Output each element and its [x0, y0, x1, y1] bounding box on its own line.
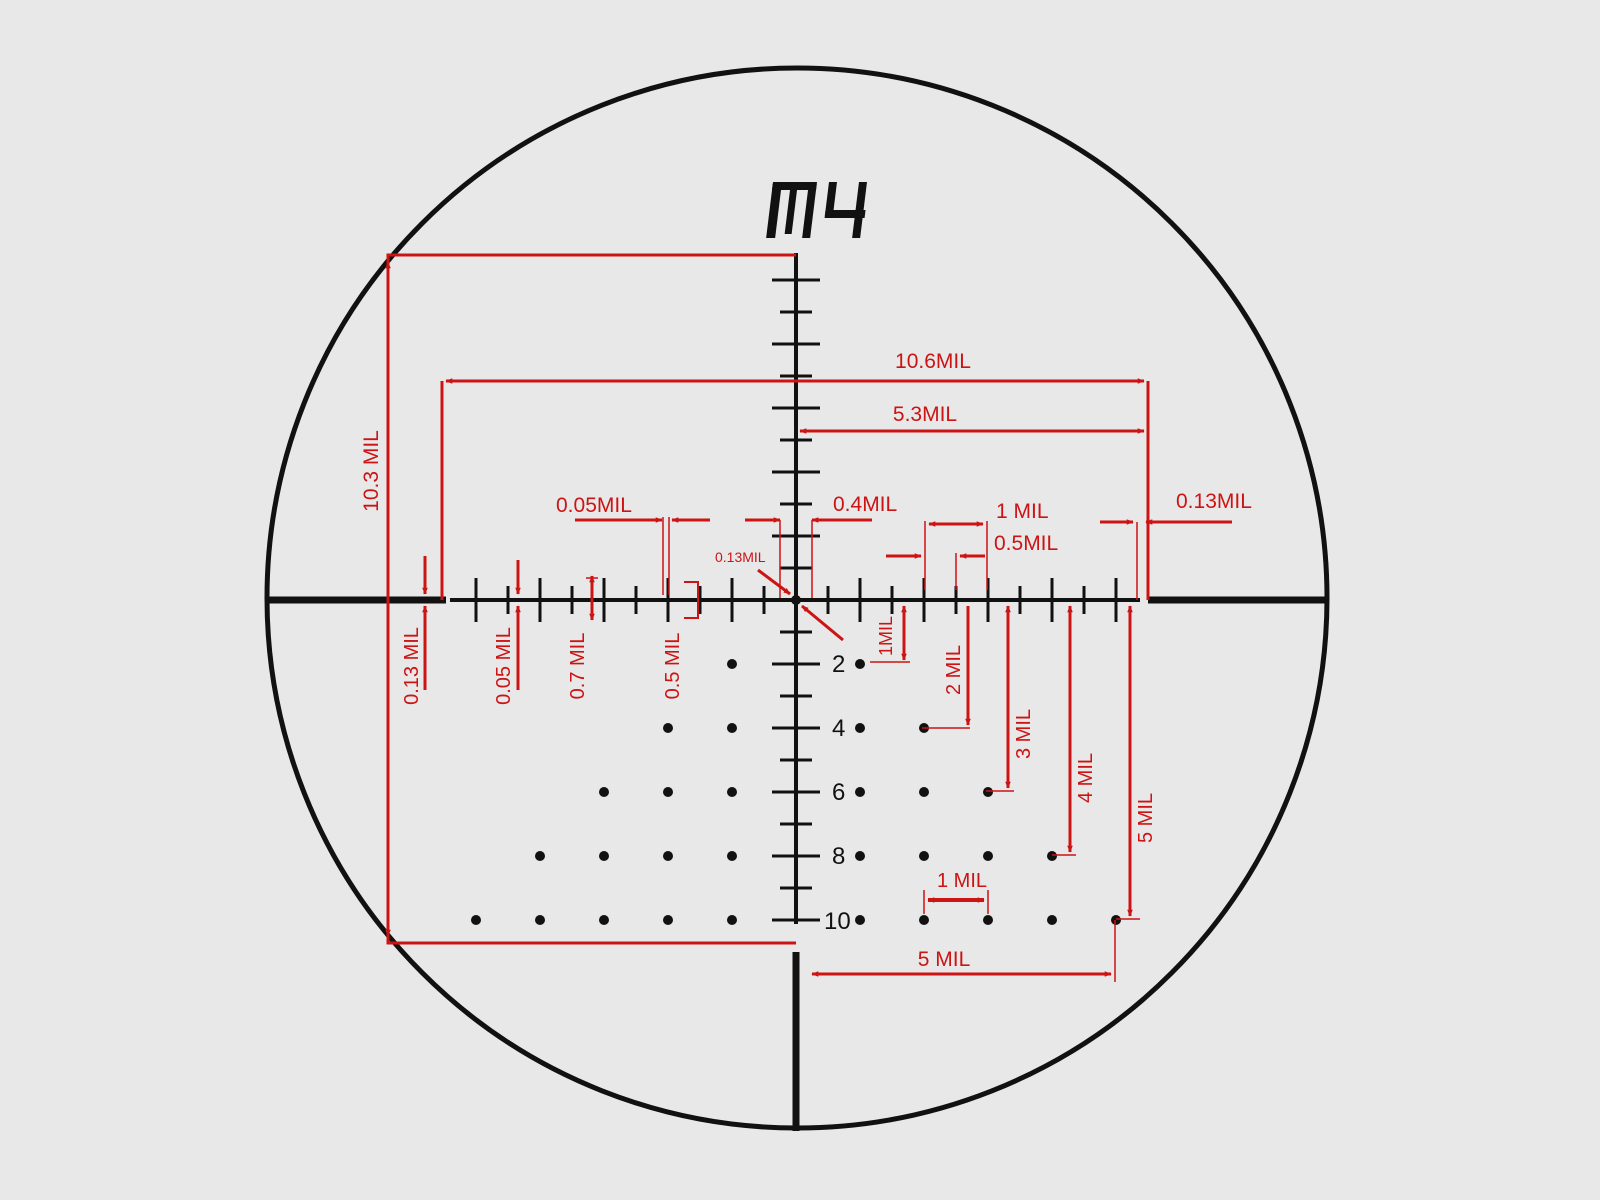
center-dot-pointer-top — [757, 568, 791, 596]
right-holdover-dot — [919, 851, 929, 861]
holdover-dots — [471, 659, 1121, 925]
left-holdover-dot — [727, 851, 737, 861]
left-holdover-dot — [535, 915, 545, 925]
dot-spacing-label: 1 MIL — [937, 870, 987, 892]
hash-marks — [474, 278, 1118, 922]
dot-row-width-label: 5 MIL — [918, 948, 971, 971]
width-full-label: 10.6MIL — [895, 350, 971, 373]
width-half-label: 5.3MIL — [893, 403, 957, 426]
left-holdover-dot — [663, 851, 673, 861]
one-mil-top-label: 1 MIL — [996, 500, 1049, 523]
hash-half-label: 0.5 MIL — [662, 633, 684, 700]
hash-sub-label: 0.05 MIL — [493, 627, 515, 705]
drop-four-label: 4 MIL — [1075, 753, 1097, 803]
height-label: 10.3 MIL — [360, 430, 383, 512]
right-holdover-dot — [855, 659, 865, 669]
drop-two-label: 2 MIL — [943, 645, 965, 695]
left-holdover-dot — [727, 723, 737, 733]
crosshair — [265, 253, 1329, 1131]
elevation-label-10: 10 — [824, 908, 851, 935]
left-holdover-dot — [471, 915, 481, 925]
left-holdover-dot — [727, 915, 737, 925]
right-holdover-dot — [855, 915, 865, 925]
center-dot — [791, 595, 801, 605]
right-holdover-dot — [1111, 915, 1121, 925]
right-holdover-dot — [855, 851, 865, 861]
right-holdover-dot — [983, 787, 993, 797]
center-dot-label: 0.13MIL — [715, 549, 766, 565]
left-holdover-dot — [663, 723, 673, 733]
left-holdover-dot — [727, 659, 737, 669]
elevation-labels: 2 4 6 8 10 — [824, 651, 851, 935]
right-holdover-dot — [855, 787, 865, 797]
drop-three-label: 3 MIL — [1013, 709, 1035, 759]
drop-five-label: 5 MIL — [1135, 793, 1157, 843]
right-holdover-dot — [983, 915, 993, 925]
elevation-label-8: 8 — [832, 843, 845, 870]
left-holdover-dot — [599, 851, 609, 861]
annotation-labels: 10.6MIL 5.3MIL 10.3 MIL 0.05MIL 0.4MIL 1… — [360, 350, 1252, 971]
center-dot-pointer-bottom — [801, 604, 844, 642]
elevation-label-4: 4 — [832, 715, 845, 742]
left-holdover-dot — [663, 915, 673, 925]
left-holdover-dot — [727, 787, 737, 797]
hash-width-label: 0.05MIL — [556, 494, 632, 517]
elevation-label-6: 6 — [832, 779, 845, 806]
left-holdover-dot — [599, 787, 609, 797]
half-mil-label: 0.5MIL — [994, 532, 1058, 555]
left-holdover-dot — [535, 851, 545, 861]
hash-major-label: 0.7 MIL — [567, 633, 589, 700]
hash-half-bracket — [684, 581, 699, 619]
m4-logo — [766, 182, 867, 238]
elevation-label-2: 2 — [832, 651, 845, 678]
left-holdover-dot — [663, 787, 673, 797]
right-holdover-dot — [855, 723, 865, 733]
right-holdover-dot — [919, 915, 929, 925]
drop-one-label: 1MIL — [876, 616, 896, 656]
left-holdover-dot — [599, 915, 609, 925]
right-holdover-dot — [919, 787, 929, 797]
bar-thickness-left-label: 0.13 MIL — [401, 627, 423, 705]
dimension-annotations — [385, 253, 1232, 982]
right-holdover-dot — [1047, 851, 1057, 861]
right-holdover-dot — [983, 851, 993, 861]
center-gap-label: 0.4MIL — [833, 493, 897, 516]
right-holdover-dot — [1047, 915, 1057, 925]
bar-thickness-right-label: 0.13MIL — [1176, 490, 1252, 513]
